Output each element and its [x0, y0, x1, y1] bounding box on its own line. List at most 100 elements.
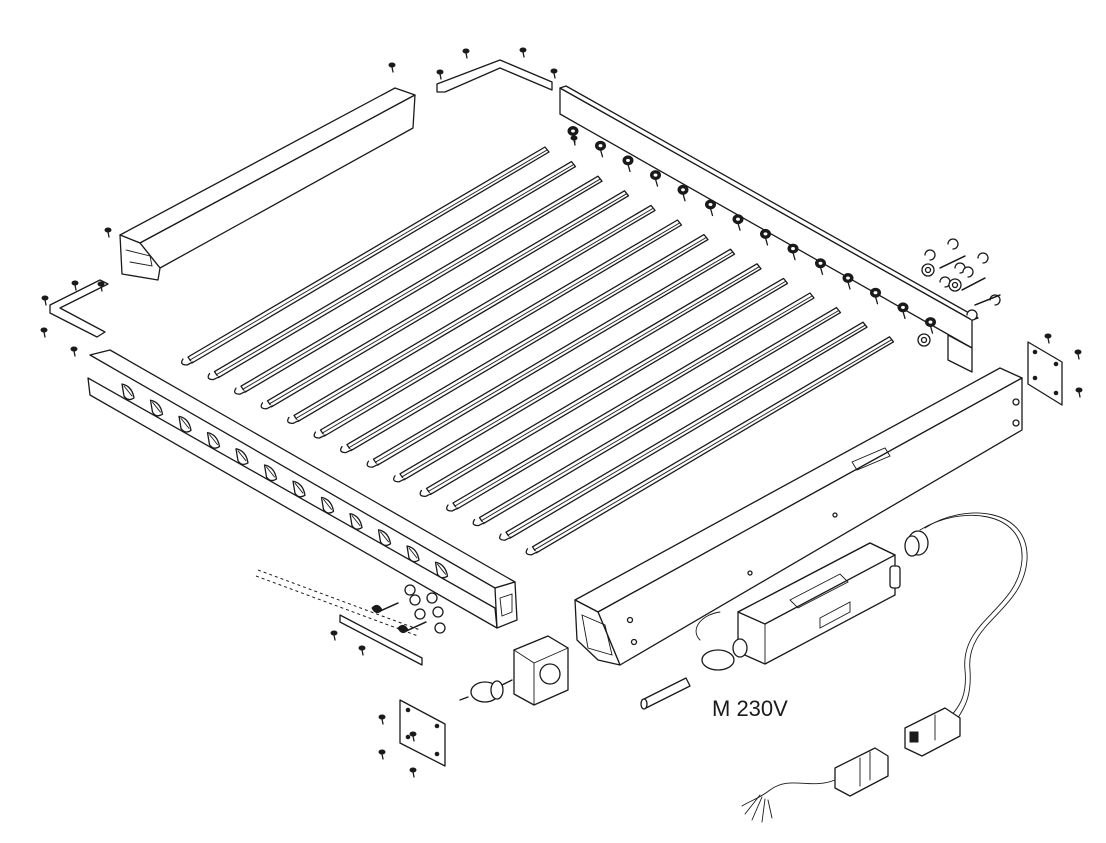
cam-pin — [371, 602, 399, 614]
cam-clip-set — [121, 383, 449, 579]
pin — [961, 277, 986, 291]
drive-coupling — [459, 679, 513, 703]
screw — [97, 281, 105, 292]
back-left-channel-rail — [119, 87, 416, 281]
circlip — [924, 249, 936, 261]
screw — [409, 731, 417, 742]
plug-connector-male — [834, 747, 889, 797]
screw — [1075, 387, 1083, 398]
cam-clip — [292, 480, 306, 498]
cam-clip — [235, 448, 249, 466]
end-cover-plate-right — [1027, 341, 1063, 406]
screw-set — [40, 47, 1083, 778]
washer — [404, 584, 416, 596]
screw — [462, 48, 470, 59]
rail-bolt — [705, 199, 716, 217]
end-cover-plate-bottom — [399, 699, 446, 767]
pin — [939, 255, 966, 269]
slat — [393, 263, 762, 483]
stripped-wires — [741, 779, 836, 823]
nut — [917, 333, 931, 347]
slat-group — [181, 146, 895, 556]
screw — [330, 630, 338, 641]
washer — [426, 592, 438, 604]
screw — [70, 346, 78, 357]
front-left-channel — [87, 349, 518, 629]
screw — [570, 135, 578, 146]
slat — [207, 160, 577, 381]
screw — [358, 645, 366, 656]
motor-unit — [695, 542, 901, 671]
drive-shaft — [640, 677, 691, 710]
cam-clip — [206, 431, 221, 449]
slat — [499, 321, 868, 541]
cam-clip — [377, 529, 392, 547]
nut — [948, 278, 962, 292]
power-cable — [919, 512, 1028, 719]
rail-bolt — [897, 302, 909, 320]
end-cap-connector — [904, 530, 929, 557]
slat — [340, 233, 709, 454]
plug-connector-female — [904, 707, 961, 757]
circlip — [947, 238, 959, 250]
cam-clip — [349, 512, 363, 530]
screw — [388, 62, 396, 73]
screw — [41, 295, 49, 306]
washer — [434, 622, 446, 634]
cam-clip — [178, 415, 192, 433]
cam-clip — [434, 561, 449, 579]
back-right-side-rail — [559, 85, 979, 373]
left-l-bracket — [49, 279, 109, 338]
screw — [40, 327, 48, 338]
screw — [519, 47, 527, 58]
washer — [414, 608, 426, 620]
cam-clip — [263, 464, 278, 482]
slat — [366, 248, 736, 468]
slat — [234, 175, 603, 395]
pin — [974, 294, 1001, 306]
cam-pin — [397, 621, 427, 634]
washer — [432, 606, 444, 618]
circlip — [966, 309, 978, 321]
rail-bolt — [760, 228, 771, 246]
rail-bolt — [925, 317, 936, 334]
top-back-bracket — [436, 59, 553, 93]
rail-bolt — [787, 243, 799, 261]
rail-bolt — [870, 287, 881, 305]
screw — [1044, 333, 1052, 344]
cam-clip — [320, 496, 335, 514]
rail-bolt — [677, 184, 689, 202]
slat — [525, 336, 895, 556]
circlip — [939, 276, 951, 288]
screw — [409, 767, 417, 778]
washer — [409, 594, 421, 606]
screw — [436, 69, 444, 80]
slat — [446, 292, 815, 512]
rail-bolt — [732, 214, 744, 231]
cam-clip — [406, 545, 420, 563]
right-box-rail — [574, 367, 1023, 666]
slat — [287, 204, 656, 425]
rail-bolt — [595, 140, 606, 158]
right-hardware-set — [371, 238, 1001, 634]
bearing-bracket — [513, 635, 569, 706]
rail-bolt — [650, 170, 661, 187]
slat — [419, 277, 789, 498]
rail-bolt — [622, 155, 634, 173]
cam-clip — [121, 383, 135, 401]
rail-bolt — [815, 258, 826, 275]
rail-bolt — [842, 273, 854, 290]
nut — [921, 263, 935, 277]
screw — [378, 749, 386, 760]
rail-bolt-set — [567, 126, 936, 334]
circlip — [962, 266, 974, 278]
motor-voltage-label: M 230V — [712, 696, 788, 721]
screw — [1074, 349, 1082, 360]
screw — [104, 227, 112, 238]
flat-guide-bar — [255, 569, 423, 666]
screw — [71, 280, 79, 291]
screw — [378, 714, 386, 725]
screw — [550, 68, 558, 79]
